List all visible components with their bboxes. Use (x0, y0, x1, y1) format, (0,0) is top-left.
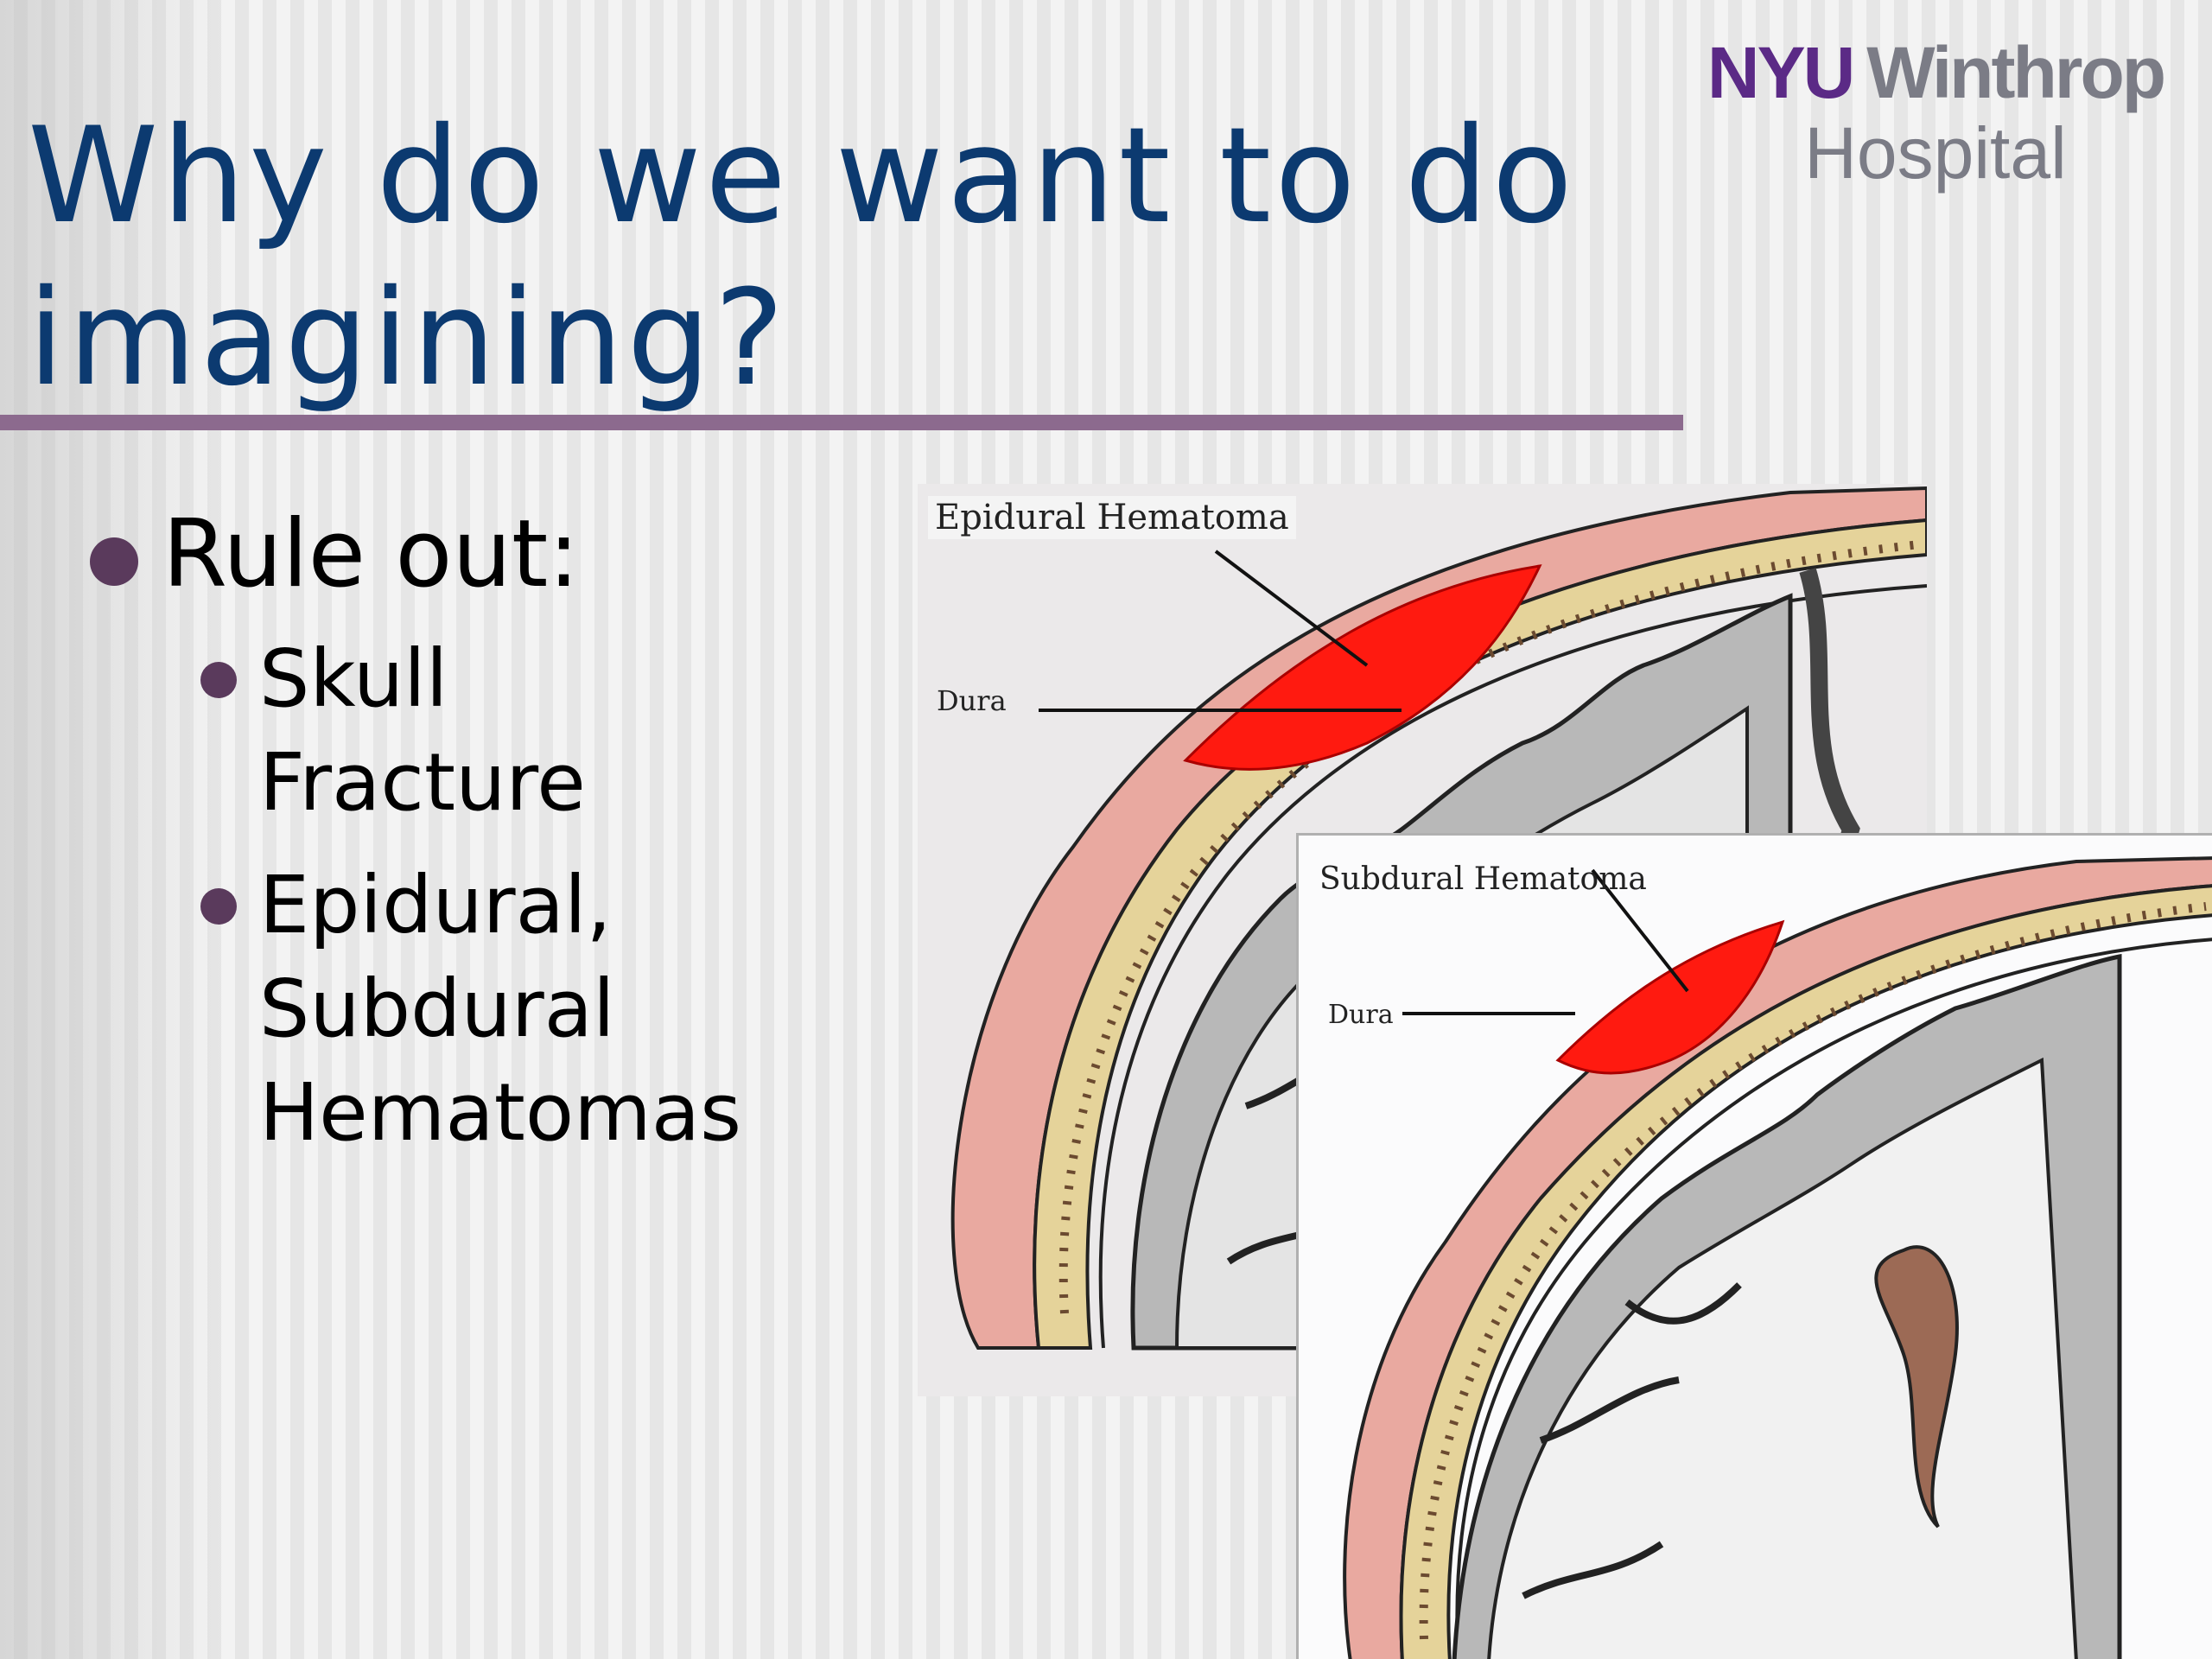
brain-sulci (1522, 1282, 1742, 1599)
bullet-text: Rule out: (162, 500, 580, 608)
sub-bullet-line: Subdural (259, 963, 615, 1055)
logo-name: Winthrop (1866, 32, 2166, 113)
skull-bone-layer (1399, 884, 2212, 1659)
sub-bullet-hematomas: Epidural, Subdural Hematomas (183, 854, 743, 1165)
sub-bullet-list: Skull Fracture Epidural, Subdural Hemato… (183, 627, 743, 1165)
sub-bullet-skull-fracture: Skull Fracture (183, 627, 743, 835)
title-divider (0, 415, 1683, 430)
bone-texture (1419, 902, 2207, 1640)
bullet-dot-icon (200, 662, 237, 698)
subdural-hematoma (1555, 919, 1785, 1075)
background-shade (0, 0, 225, 1659)
sub-bullet-line: Epidural, (259, 859, 612, 951)
sub-bullet-line: Skull (259, 632, 448, 725)
sub-bullet-line: Hematomas (259, 1066, 742, 1159)
dura-layer (1455, 938, 2212, 1659)
epidural-hematoma (1183, 564, 1542, 771)
dura-label: Dura (1328, 1000, 1394, 1030)
subdural-illustration (1343, 856, 2212, 1659)
figure-label: Epidural Hematoma (928, 496, 1296, 539)
slide-title: Why do we want to do imagining? (28, 99, 1577, 416)
skull-bone-layer (1033, 518, 1927, 1350)
dura-label: Dura (937, 684, 1007, 717)
sub-bullet-line: Fracture (259, 736, 586, 829)
bullet-list: Rule out: Skull Fracture Epidural, Subdu… (86, 501, 743, 1184)
subdural-hematoma-figure: Subdural Hematoma Dura (1296, 833, 2212, 1659)
ventricle (1874, 1245, 1959, 1529)
figure-label: Subdural Hematoma (1319, 861, 1647, 897)
dura-layer (1098, 584, 1927, 1349)
bone-texture (1058, 540, 1921, 1314)
bullet-dot-icon (90, 537, 138, 586)
logo-brand: NYU (1707, 32, 1855, 113)
label-arrow (1591, 868, 1689, 993)
logo-subtitle: Hospital (1804, 112, 2067, 194)
bullet-dot-icon (200, 888, 237, 925)
label-arrow (1214, 550, 1369, 667)
bullet-rule-out: Rule out: (86, 501, 743, 608)
